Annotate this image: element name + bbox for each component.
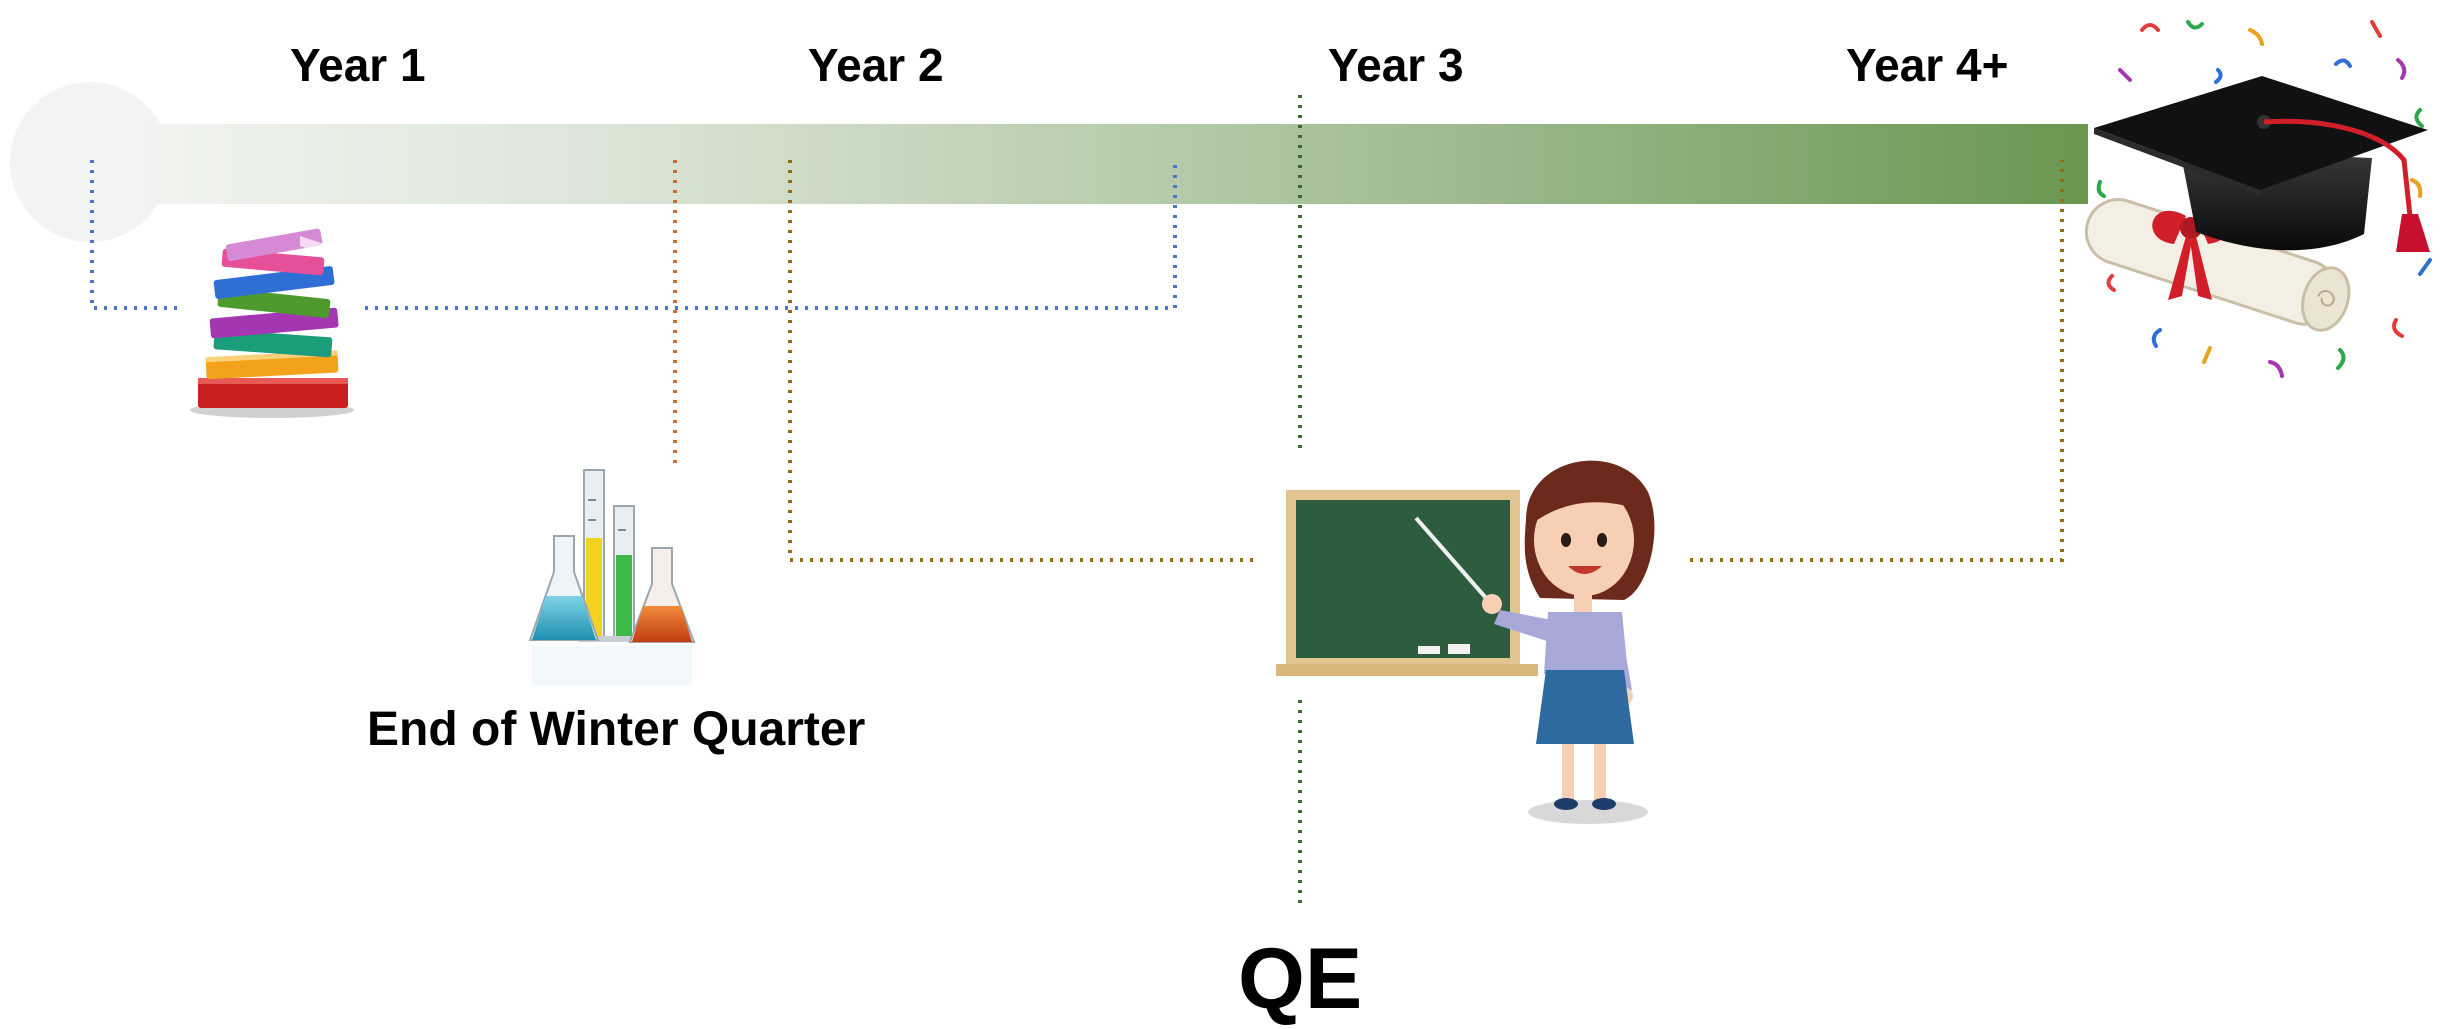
teacher-chalkboard-icon xyxy=(1276,460,1655,824)
research-connector xyxy=(788,160,2064,562)
winter-quarter-caption: End of Winter Quarter xyxy=(367,703,866,756)
timeline-bar xyxy=(10,82,2088,242)
graduation-cap-diploma-icon xyxy=(2084,20,2432,378)
book-stack-icon xyxy=(190,228,354,418)
year-4-label: Year 4+ xyxy=(1846,39,2009,91)
year-2-label: Year 2 xyxy=(808,39,944,91)
year-3-label: Year 3 xyxy=(1328,39,1464,91)
lab-glassware-icon xyxy=(528,469,696,686)
qe-caption: QE xyxy=(1238,931,1363,1027)
year-1-label: Year 1 xyxy=(290,39,426,91)
coursework-connector xyxy=(90,160,1177,310)
